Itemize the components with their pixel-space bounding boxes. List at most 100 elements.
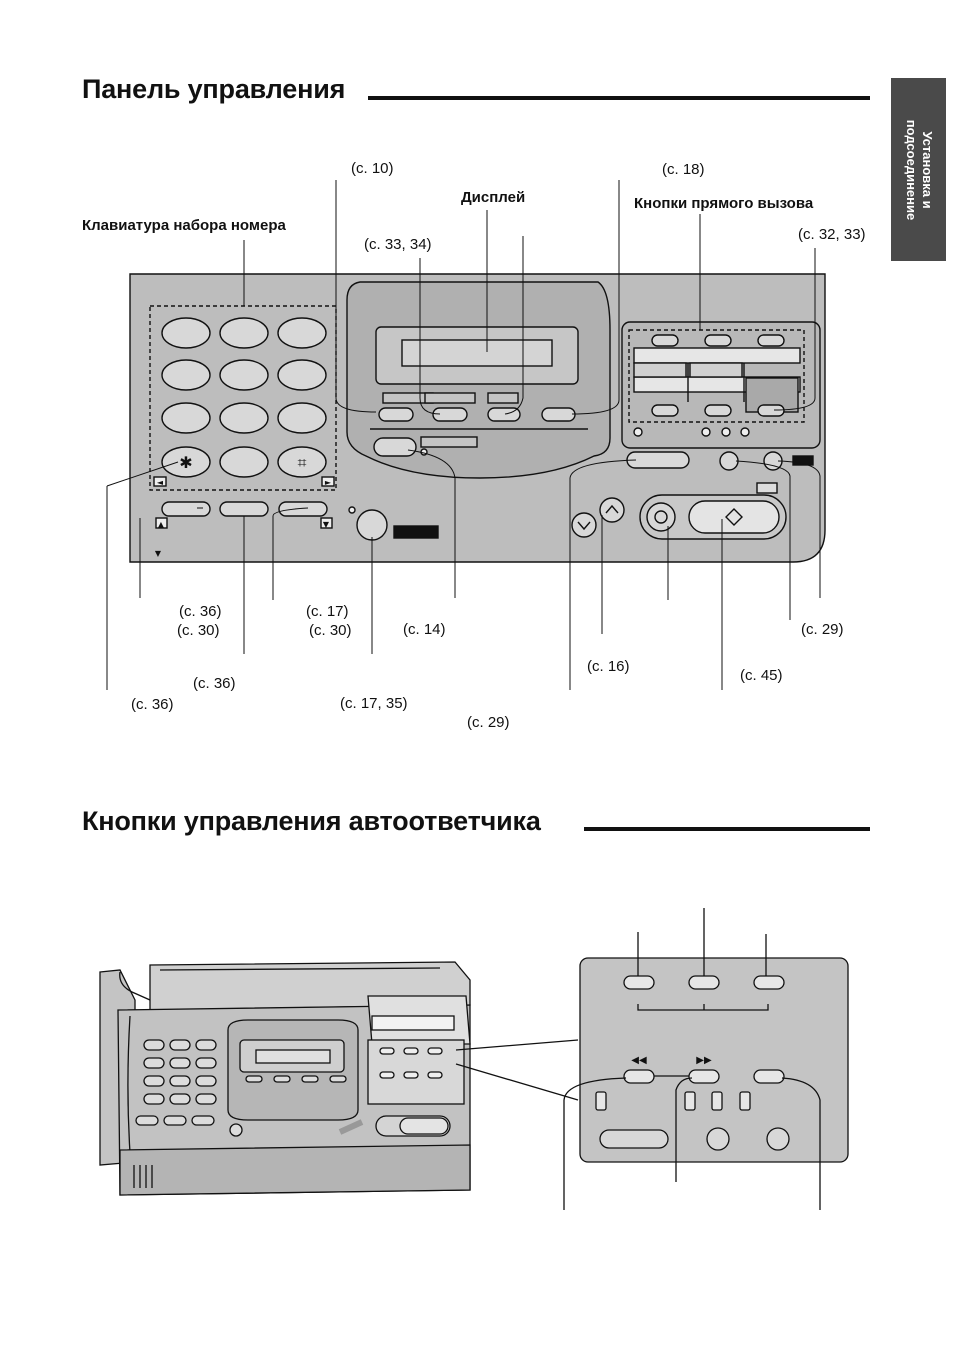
function-button-3[interactable] bbox=[487, 407, 521, 422]
label-p29-a: (с. 29) bbox=[467, 714, 510, 731]
control-panel-heading-rule bbox=[368, 96, 870, 100]
record-indicator bbox=[792, 455, 814, 466]
lower-button-1[interactable] bbox=[161, 501, 211, 517]
label-p45: (с. 45) bbox=[740, 667, 783, 684]
label-p17-35: (с. 17, 35) bbox=[340, 695, 408, 712]
label-p17: (с. 17) bbox=[306, 603, 349, 620]
label-p18: (с. 18) bbox=[662, 161, 705, 178]
fax-speaker-grille bbox=[133, 1165, 153, 1188]
fax-mini-round-button bbox=[229, 1123, 243, 1137]
zoom-line-bottom bbox=[455, 1063, 579, 1101]
small-indicator bbox=[756, 482, 778, 494]
leader-lines bbox=[106, 180, 821, 690]
monitor-button[interactable] bbox=[356, 509, 388, 541]
chevron-up-icon bbox=[605, 504, 619, 514]
fax-display-housing bbox=[227, 1019, 359, 1121]
down-arrow-icon: ▼ bbox=[323, 520, 330, 529]
label-p14: (с. 14) bbox=[403, 621, 446, 638]
keypad-keys bbox=[161, 317, 327, 478]
display-indicator-strip bbox=[420, 436, 478, 448]
left-arrow-icon: ◄ bbox=[157, 478, 164, 487]
down-arrow-box bbox=[320, 517, 333, 529]
display-screen bbox=[401, 339, 553, 367]
answering-bracket bbox=[637, 1004, 769, 1011]
round-button-1[interactable] bbox=[719, 451, 739, 471]
navigator-up-button[interactable] bbox=[599, 497, 625, 523]
fax-start-area bbox=[375, 1115, 451, 1137]
lower-button-2[interactable] bbox=[219, 501, 269, 517]
fax-body-curve bbox=[127, 1015, 133, 1181]
display-tab-2 bbox=[424, 392, 476, 404]
fax-answering-panel bbox=[367, 1039, 465, 1105]
direct-button-3[interactable] bbox=[757, 334, 785, 347]
answering-button-2[interactable] bbox=[688, 975, 720, 990]
forward-icon: ▶▶ bbox=[696, 1055, 712, 1066]
label-p30-a: (с. 30) bbox=[177, 622, 220, 639]
leader-rewind bbox=[563, 1077, 627, 1210]
direct-button-4[interactable] bbox=[651, 404, 679, 417]
navigator-down-button[interactable] bbox=[571, 512, 597, 538]
answering-indicators bbox=[595, 1091, 751, 1111]
answering-button-3[interactable] bbox=[753, 975, 785, 990]
direct-button-5[interactable] bbox=[704, 404, 732, 417]
answering-wide-button[interactable] bbox=[599, 1129, 669, 1149]
star-key-icon: ✱ bbox=[179, 453, 192, 472]
direct-button-6[interactable] bbox=[757, 404, 785, 417]
stop-icon bbox=[654, 510, 668, 524]
direct-button-1[interactable] bbox=[651, 334, 679, 347]
leader-forward bbox=[675, 1077, 693, 1182]
label-p36-c: (с. 36) bbox=[131, 696, 174, 713]
fax-body bbox=[117, 1004, 471, 1196]
direct-cell-1 bbox=[633, 362, 687, 378]
function-button-4[interactable] bbox=[541, 407, 576, 422]
fax-flip-panel bbox=[367, 995, 471, 1045]
forward-button[interactable] bbox=[688, 1069, 720, 1084]
leader-play bbox=[781, 1077, 821, 1210]
section-side-tab: Установка и подсоединение bbox=[891, 78, 946, 261]
answering-machine-heading-rule bbox=[584, 827, 870, 831]
direct-leds bbox=[633, 427, 750, 437]
rewind-button[interactable] bbox=[623, 1069, 655, 1084]
answering-round-button-1[interactable] bbox=[706, 1127, 730, 1151]
function-button-5[interactable] bbox=[373, 437, 417, 457]
function-button-1[interactable] bbox=[378, 407, 414, 422]
keypad-left-arrow-box bbox=[153, 476, 167, 487]
fax-start-button bbox=[399, 1117, 449, 1135]
stop-button[interactable] bbox=[646, 502, 676, 532]
fax-mini-function-buttons bbox=[245, 1075, 347, 1083]
play-button[interactable] bbox=[753, 1069, 785, 1084]
start-button[interactable] bbox=[688, 500, 780, 534]
answering-panel-enlarged bbox=[579, 957, 849, 1163]
fax-front-base bbox=[119, 1144, 471, 1196]
zoom-line-top bbox=[455, 1039, 579, 1051]
fax-display-frame bbox=[239, 1039, 345, 1073]
fax-paper-tray bbox=[99, 969, 136, 1166]
fax-cover-line bbox=[159, 967, 441, 971]
label-direct-call-buttons: Кнопки прямого вызова bbox=[634, 195, 814, 212]
label-p16: (с. 16) bbox=[587, 658, 630, 675]
label-p33-34: (с. 33, 34) bbox=[364, 236, 432, 253]
control-panel-diagram: ✱ ⌗ ◄ ► ▲ ▼ ▼ bbox=[106, 180, 826, 690]
mode-button[interactable] bbox=[626, 451, 690, 469]
fax-flip-panel-strip bbox=[371, 1015, 455, 1031]
start-icon bbox=[725, 508, 743, 526]
label-p10: (с. 10) bbox=[351, 160, 394, 177]
direct-button-2[interactable] bbox=[704, 334, 732, 347]
fax-top-cover bbox=[149, 961, 471, 1011]
answering-round-button-2[interactable] bbox=[766, 1127, 790, 1151]
panel-led bbox=[348, 506, 356, 514]
control-panel-heading: Панель управления bbox=[82, 74, 346, 104]
up-arrow-icon: ▲ bbox=[158, 520, 165, 529]
fax-tray-edge bbox=[119, 971, 151, 1001]
display-tab-3 bbox=[487, 392, 519, 404]
fax-display-screen bbox=[255, 1049, 331, 1064]
chevron-down-icon bbox=[577, 521, 591, 531]
lower-button-3[interactable] bbox=[278, 501, 328, 517]
label-p32-33: (с. 32, 33) bbox=[798, 226, 866, 243]
function-button-2[interactable] bbox=[432, 407, 468, 422]
answering-button-1[interactable] bbox=[623, 975, 655, 990]
hash-key-icon: ⌗ bbox=[297, 453, 306, 472]
rewind-icon: ◀◀ bbox=[631, 1055, 647, 1066]
label-display: Дисплей bbox=[461, 189, 526, 206]
fax-navigator bbox=[338, 1119, 364, 1135]
